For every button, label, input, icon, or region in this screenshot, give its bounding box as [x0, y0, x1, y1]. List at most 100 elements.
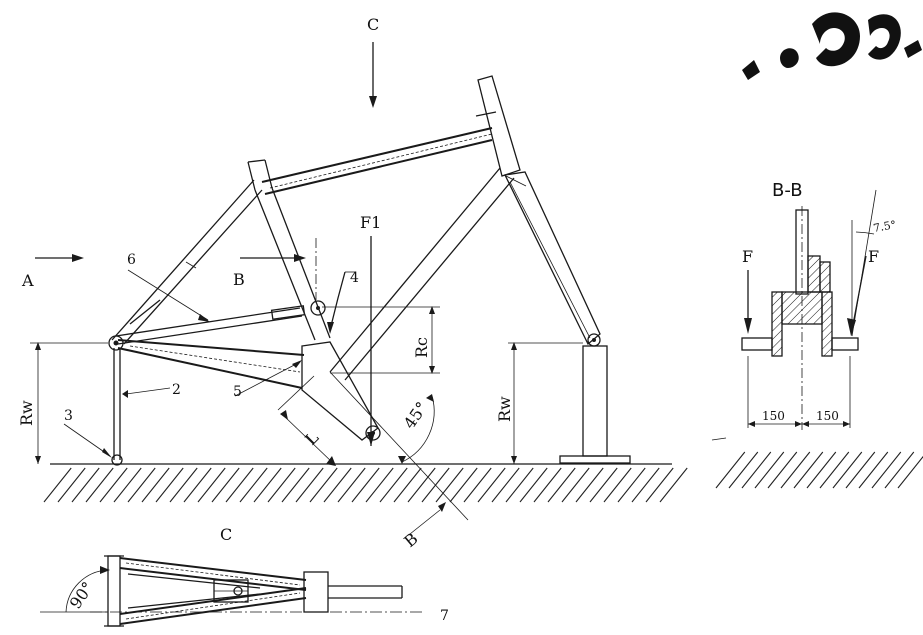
ground-hatch-stroke — [659, 467, 688, 503]
angle-45-label: 45° — [400, 398, 432, 432]
ground-hatch-stroke — [421, 467, 450, 503]
ground-hatch-stroke — [253, 467, 282, 503]
ground-hatch-stroke — [295, 467, 324, 503]
ground-hatch-stroke — [267, 467, 296, 503]
ground-hatch-stroke — [547, 467, 576, 503]
dim-150-right-label: 150 — [816, 409, 839, 423]
ground-hatch-stroke — [617, 467, 646, 503]
ground-hatch-stroke — [211, 467, 240, 503]
rc-label: Rc — [412, 337, 431, 358]
ground-hatch-stroke — [169, 467, 198, 503]
ground-hatch-stroke — [197, 467, 226, 503]
ground-hatch-stroke — [819, 451, 850, 489]
angle-45-annotation: 45° B — [329, 371, 469, 551]
view-c-arrow: C — [367, 15, 379, 108]
view-a-arrow: A — [21, 254, 84, 290]
ground-main — [43, 463, 688, 503]
ground-hatch-stroke — [884, 451, 915, 489]
ground-hatch-stroke — [239, 467, 268, 503]
ground-hatch-stroke — [645, 467, 674, 503]
ground-hatch-stroke — [845, 451, 876, 489]
ground-hatch-stroke — [858, 451, 889, 489]
rw-left-dimension: Rw — [17, 342, 108, 464]
ground-hatch-stroke — [897, 455, 923, 489]
force-f1: F1 — [360, 213, 381, 446]
bicycle-frame-side-view — [111, 75, 601, 441]
ground-hatch-stroke — [561, 467, 590, 503]
part-5-label: 5 — [233, 384, 242, 400]
ground-hatch-stroke — [505, 467, 534, 503]
ground-hatch-stroke — [871, 451, 902, 489]
ground-hatch-stroke — [323, 467, 352, 503]
length-l-label: L — [301, 428, 322, 449]
watermark-logo — [742, 12, 922, 80]
ground-hatch-stroke — [806, 451, 837, 489]
ground-hatch-stroke — [435, 467, 464, 503]
view-a-label: A — [21, 271, 34, 290]
part-6-rod: 6 — [115, 252, 326, 345]
ground-hatch-stroke — [463, 467, 492, 503]
ground-hatch-stroke — [155, 467, 184, 503]
part-6-label: 6 — [127, 252, 136, 268]
ground-hatch-stroke — [631, 467, 660, 503]
support-leg-part-2: 2 3 — [63, 348, 181, 466]
ground-hatch-stroke — [99, 467, 128, 503]
angle-7-5-label: 7.5° — [872, 218, 897, 235]
view-c-bottom-label: C — [220, 525, 232, 544]
ground-hatch-stroke — [113, 467, 142, 503]
f1-label: F1 — [360, 213, 381, 232]
ground-hatch-stroke — [43, 467, 72, 503]
dim-150-left-label: 150 — [762, 409, 785, 423]
section-b-b-view: B-B F F 7.5° 150 150 — [711, 180, 923, 489]
ground-hatch-stroke — [393, 467, 422, 503]
section-b-upper-label: B — [233, 270, 245, 289]
ground-hatch-stroke — [575, 467, 604, 503]
part-2-label: 2 — [172, 382, 181, 398]
section-title: B-B — [772, 180, 803, 201]
ground-hatch-stroke — [141, 467, 170, 503]
ground-hatch-stroke — [351, 467, 380, 503]
part-4-label: 4 — [350, 270, 359, 286]
front-support-post — [559, 345, 631, 464]
part-7-label: 7 — [440, 608, 449, 624]
ground-hatch-stroke — [71, 467, 100, 503]
rw-right-label: Rw — [495, 396, 514, 422]
rc-dimension: Rc — [322, 306, 440, 374]
ground-hatch-stroke — [780, 451, 811, 489]
rw-left-label: Rw — [17, 400, 36, 426]
ground-hatch-stroke — [225, 467, 254, 503]
ground-hatch-stroke — [477, 467, 506, 503]
view-c-label: C — [367, 15, 379, 34]
rw-right-dimension: Rw — [495, 342, 583, 464]
ground-hatch-stroke — [281, 467, 310, 503]
ground-hatch-stroke — [57, 467, 86, 503]
ground-hatch-stroke — [309, 467, 338, 503]
ground-hatch-stroke — [767, 451, 798, 489]
ground-hatch-stroke — [741, 451, 772, 489]
ground-hatch-stroke — [491, 467, 520, 503]
force-right-label: F — [868, 247, 879, 266]
ground-hatch-stroke — [793, 451, 824, 489]
ground-hatch-stroke — [183, 467, 212, 503]
force-left-label: F — [742, 247, 753, 266]
ground-hatch-stroke — [85, 467, 114, 503]
part-4-bracket: 4 — [327, 270, 359, 334]
ground-hatch-stroke — [127, 467, 156, 503]
section-b-arrow-upper: B — [233, 238, 317, 300]
ground-hatch-stroke — [754, 451, 785, 489]
ground-hatch-stroke — [832, 451, 863, 489]
ground-hatch-stroke — [603, 467, 632, 503]
ground-hatch-stroke — [589, 467, 618, 503]
view-c-top-view: C 7 90° — [40, 525, 449, 627]
part-5-leader: 5 — [233, 360, 302, 400]
ground-hatch-stroke — [715, 451, 746, 489]
ground-hatch-stroke — [533, 467, 562, 503]
ground-hatch-stroke — [449, 467, 478, 503]
ground-hatch-stroke — [365, 467, 394, 503]
ground-hatch-stroke — [728, 451, 759, 489]
l-dimension: L — [277, 375, 336, 466]
ground-hatch-stroke — [337, 467, 366, 503]
angle-90-label: 90° — [66, 578, 98, 612]
section-b-lower-label: B — [400, 529, 421, 551]
